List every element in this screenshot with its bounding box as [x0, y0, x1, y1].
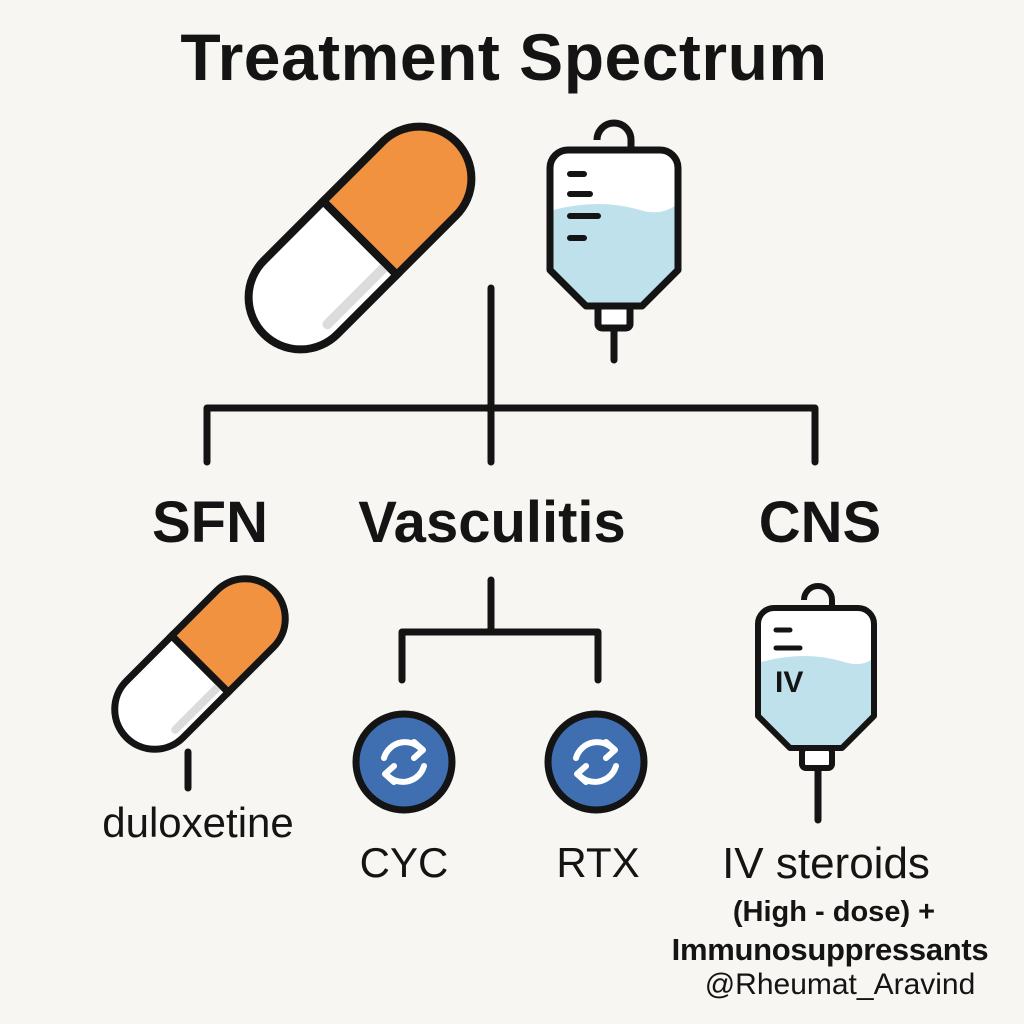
vasculitis-connector: [398, 576, 602, 684]
treatment-note-high-dose: (High - dose) +: [732, 896, 936, 928]
page-title: Treatment Spectrum: [180, 20, 828, 94]
treatment-duloxetine: duloxetine: [102, 799, 294, 846]
option-rtx: RTX: [556, 839, 640, 886]
treatment-iv-steroids: IV steroids: [722, 839, 930, 888]
capsule-icon: [244, 122, 476, 354]
branch-label-cns: CNS: [758, 490, 882, 555]
iv-bag-label: IV: [775, 666, 804, 699]
branch-bar: [203, 404, 819, 466]
top-connector: [203, 284, 819, 466]
cycle-arrows-icon: [352, 710, 456, 814]
branch-label-vasculitis: Vasculitis: [358, 490, 626, 555]
option-cyc: CYC: [359, 839, 449, 886]
capsule-icon: [111, 575, 289, 753]
branch-label-sfn: SFN: [152, 490, 268, 555]
cycle-arrows-icon: [544, 710, 648, 814]
author-credit: @Rheumat_Aravind: [704, 968, 976, 1001]
treatment-note-immunosuppressants: Immunosuppressants: [671, 932, 989, 967]
iv-bag-icon: [755, 583, 877, 771]
iv-bag-icon: [546, 119, 682, 364]
